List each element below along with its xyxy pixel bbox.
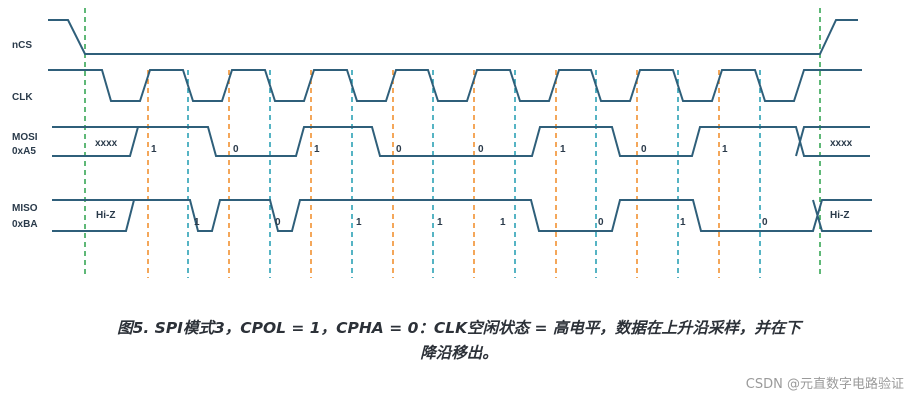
miso-hiz-start bbox=[52, 199, 135, 232]
clk-waveform bbox=[48, 69, 862, 102]
mosi-bit-label: 0 bbox=[641, 144, 647, 155]
miso-bit-label: 1 bbox=[680, 217, 686, 228]
mosi-label: MOSI bbox=[12, 132, 38, 143]
miso-bit-label: 0 bbox=[762, 217, 768, 228]
mosi-bit-label: 0 bbox=[396, 144, 402, 155]
mosi-bit-label: 1 bbox=[314, 144, 320, 155]
miso-bit-label: Hi-Z bbox=[830, 210, 849, 221]
mosi-bit-label: 1 bbox=[722, 144, 728, 155]
miso-value-label: 0xBA bbox=[12, 219, 38, 230]
figure-caption-line-2: 降沿移出。 bbox=[420, 344, 498, 362]
miso-bit-label: 1 bbox=[437, 217, 443, 228]
clk-label: CLK bbox=[12, 92, 33, 103]
miso-bit-label: 1 bbox=[500, 217, 506, 228]
mosi-bit-label: 1 bbox=[151, 144, 157, 155]
figure-caption-line-1: 图5. SPI模式3，CPOL = 1，CPHA = 0：CLK空闲状态 = 高… bbox=[117, 319, 801, 337]
mosi-line-low bbox=[52, 126, 139, 157]
mosi-bit-label: xxxx bbox=[95, 138, 118, 149]
miso-bit-label: 0 bbox=[598, 217, 604, 228]
mosi-bit-label: 0 bbox=[478, 144, 484, 155]
miso-bit-label: 1 bbox=[356, 217, 362, 228]
watermark: CSDN @元直数字电路验证 bbox=[745, 377, 904, 392]
ncs-waveform bbox=[48, 19, 858, 55]
mosi-line-low-end bbox=[795, 126, 870, 157]
miso-bit-label: 1 bbox=[194, 217, 200, 228]
mosi-bit-label: 1 bbox=[560, 144, 566, 155]
ncs-label: nCS bbox=[12, 40, 32, 51]
miso-bit-label: 0 bbox=[275, 217, 281, 228]
miso-hiz-end bbox=[812, 199, 872, 232]
miso-waveform bbox=[52, 199, 872, 232]
mosi-waveform bbox=[52, 126, 870, 157]
mosi-value-label: 0xA5 bbox=[12, 146, 36, 157]
miso-line bbox=[52, 199, 872, 232]
mosi-bit-label: xxxx bbox=[830, 138, 853, 149]
mosi-line-high bbox=[52, 126, 870, 157]
mosi-bit-label: 0 bbox=[233, 144, 239, 155]
miso-label: MISO bbox=[12, 203, 38, 214]
spi-timing-diagram: nCS CLK MOSI 0xA5 MISO 0xBA xxxx 1 0 1 0… bbox=[12, 8, 872, 278]
timing-guide-lines bbox=[84, 8, 821, 278]
miso-bit-label: Hi-Z bbox=[96, 210, 115, 221]
